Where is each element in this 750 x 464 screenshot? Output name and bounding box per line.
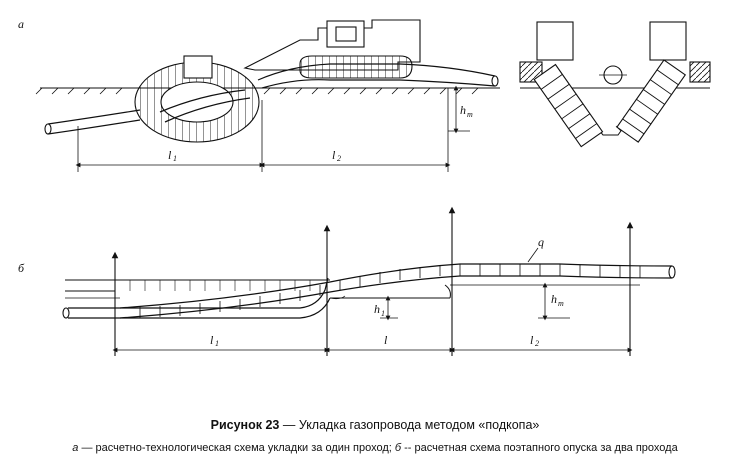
panel-a-side-view: [35, 19, 500, 172]
dim-b-l-label: l: [384, 333, 388, 347]
dim-b-h1-label: h: [374, 302, 380, 316]
dim-l2-label: l: [332, 148, 336, 162]
dim-h-label: h: [460, 103, 466, 117]
dim-b-h-sub: т: [558, 299, 564, 308]
panel-b-letter: б: [18, 261, 25, 275]
dim-b-l2-label: l: [530, 333, 534, 347]
panel-a-cross-section: [519, 21, 711, 148]
dim-l1-label: l: [168, 148, 172, 162]
dim-h-sub: т: [467, 110, 473, 119]
caption-a-letter: а: [72, 442, 79, 454]
caption-title-text: — Укладка газопровода методом «подкопа»: [279, 418, 540, 432]
load-q-label: q: [538, 235, 544, 249]
panel-a-letter: а: [18, 17, 24, 31]
dim-b-l1-label: l: [210, 333, 214, 347]
dim-l2-sub: 2: [337, 154, 341, 163]
dim-b-h-label: h: [551, 292, 557, 306]
caption-b-letter: б: [394, 442, 402, 454]
figure-caption-legend: а — расчетно-технологическая схема уклад…: [0, 442, 750, 454]
caption-a-text: — расчетно-технологическая схема укладки…: [78, 442, 395, 454]
figure-caption-title: Рисунок 23 — Укладка газопровода методом…: [0, 418, 750, 432]
panel-b-profile: [62, 206, 676, 356]
panel-a-dimensions: [75, 85, 459, 168]
dim-l1-sub: 1: [173, 154, 177, 163]
caption-figure-number: Рисунок 23: [210, 418, 280, 432]
dim-b-h1-sub: 1: [381, 309, 385, 318]
dim-b-l1-sub: 1: [215, 339, 219, 348]
panel-b-dimensions: [112, 282, 633, 353]
caption-b-text: -- расчетная схема поэтапного опуска за …: [401, 442, 678, 454]
dim-b-l2-sub: 2: [535, 339, 539, 348]
